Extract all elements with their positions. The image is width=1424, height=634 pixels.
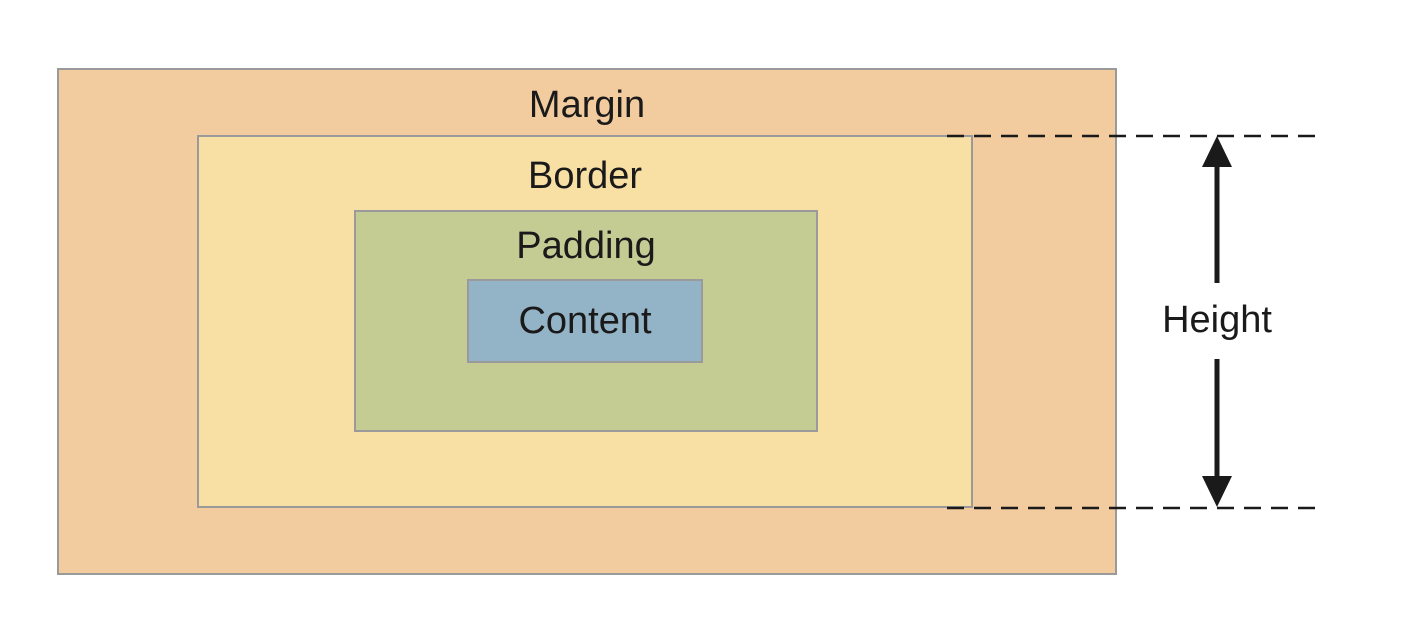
padding-box: Padding Content bbox=[354, 210, 818, 432]
content-box: Content bbox=[467, 279, 703, 363]
height-label: Height bbox=[1162, 299, 1272, 341]
height-arrow-down-head bbox=[1202, 476, 1232, 507]
border-label: Border bbox=[527, 155, 643, 197]
margin-label: Margin bbox=[528, 84, 646, 126]
padding-label: Padding bbox=[516, 225, 656, 267]
margin-box: Margin Border Padding Content bbox=[57, 68, 1117, 575]
height-arrow-up-head bbox=[1202, 136, 1232, 167]
border-box: Border Padding Content bbox=[197, 135, 973, 508]
content-label: Content bbox=[518, 299, 652, 342]
